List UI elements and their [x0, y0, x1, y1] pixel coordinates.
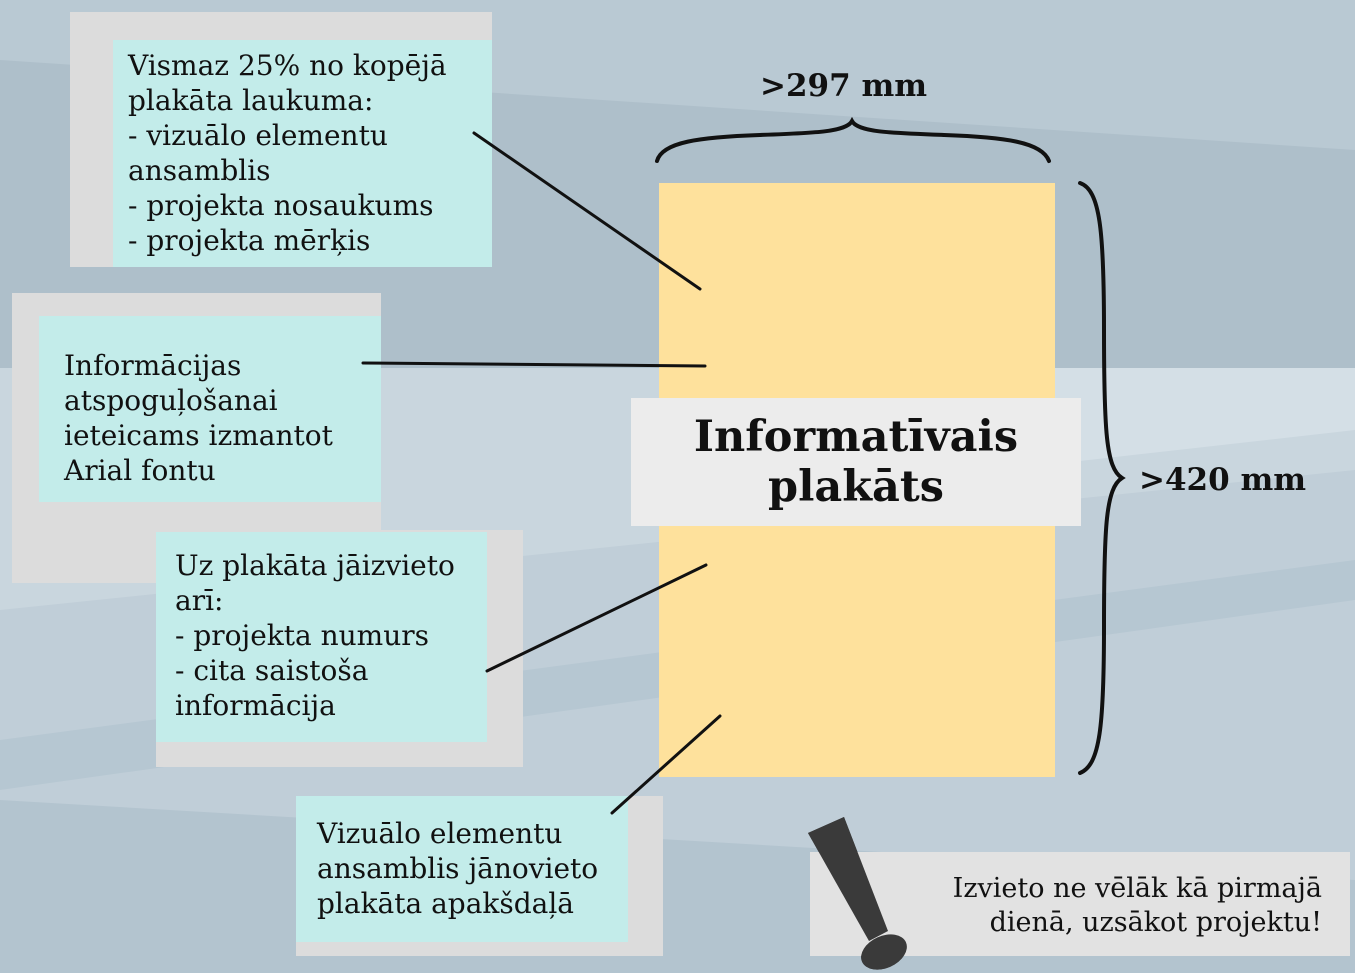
callout-line: - cita saistoša	[175, 654, 369, 687]
callout-font-advice: Informācijas atspoguļošanai ieteicams iz…	[39, 316, 381, 502]
connector-line	[610, 714, 722, 815]
callout-line: Vismaz 25% no kopējā	[128, 49, 447, 82]
callout-line: Uz plakāta jāizvieto	[175, 549, 455, 582]
connector-line	[361, 361, 707, 368]
height-dimension-label: >420 mm	[1139, 462, 1307, 498]
poster-title-line: plakāts	[768, 462, 944, 512]
callout-line: ieteicams izmantot	[64, 419, 333, 452]
width-dimension-label: >297 mm	[760, 68, 928, 104]
callout-line: plakāta laukuma:	[128, 84, 374, 117]
note-line: Izvieto ne vēlāk kā pirmajā	[952, 873, 1322, 904]
callout-visual-placement: Vizuālo elementu ansamblis jānovieto pla…	[296, 796, 628, 942]
poster-title-line: Informatīvais	[693, 412, 1019, 462]
callout-visual-area: Vismaz 25% no kopējā plakāta laukuma: - …	[113, 40, 492, 267]
callout-line: plakāta apakšdaļā	[317, 887, 574, 920]
callout-line: Vizuālo elementu	[317, 817, 563, 850]
callout-line: - vizuālo elementu	[128, 119, 388, 152]
callout-line: - projekta numurs	[175, 619, 429, 652]
callout-line: atspoguļošanai	[64, 384, 278, 417]
callout-line: ansamblis jānovieto	[317, 852, 599, 885]
callout-line: Arial fontu	[64, 454, 216, 487]
callout-line: informācija	[175, 689, 336, 722]
callout-line: arī:	[175, 584, 224, 617]
poster-title-box: Informatīvais plakāts	[631, 398, 1081, 526]
callout-line: - projekta mērķis	[128, 224, 371, 257]
callout-line: ansamblis	[128, 154, 271, 187]
width-brace	[655, 116, 1051, 163]
callout-also-include: Uz plakāta jāizvieto arī: - projekta num…	[156, 532, 487, 742]
callout-line: Informācijas	[64, 349, 242, 382]
note-line: dienā, uzsākot projektu!	[989, 907, 1322, 938]
height-brace	[1078, 181, 1126, 775]
connector-line	[472, 131, 702, 291]
callout-line: - projekta nosaukums	[128, 189, 434, 222]
connector-line	[485, 563, 708, 673]
deadline-note: Izvieto ne vēlāk kā pirmajā dienā, uzsāk…	[810, 852, 1350, 956]
